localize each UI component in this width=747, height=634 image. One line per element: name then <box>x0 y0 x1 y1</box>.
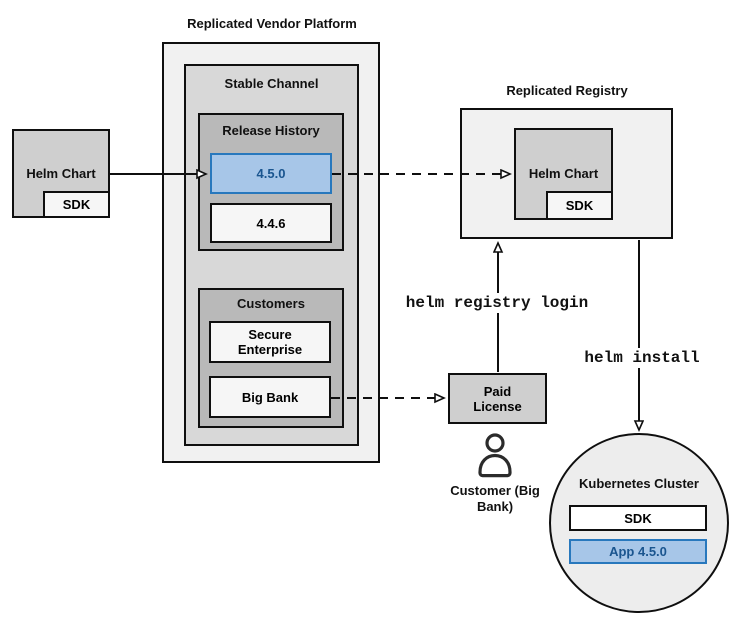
registry-title: Replicated Registry <box>506 83 628 98</box>
platform-title: Replicated Vendor Platform <box>187 16 357 31</box>
customer-caption: Customer (Big Bank) <box>450 483 540 514</box>
person-body <box>478 453 512 478</box>
registry-sdk-label: SDK <box>565 198 594 213</box>
vendor-sdk-label: SDK <box>62 197 91 212</box>
cluster-sdk-label: SDK <box>624 510 652 526</box>
vendor-sdk-box: SDK <box>43 191 110 218</box>
registry-helm-chart-label: Helm Chart <box>528 166 599 181</box>
person-icon <box>478 433 512 478</box>
release-4-4-6-label: 4.4.6 <box>256 215 286 231</box>
cluster-app-box: App 4.5.0 <box>569 539 707 564</box>
helm-install-command: helm install <box>581 348 703 368</box>
release-4-4-6: 4.4.6 <box>210 203 332 243</box>
paid-license-label: Paid License <box>473 383 522 414</box>
person-head <box>485 433 505 453</box>
kubernetes-cluster-label: Kubernetes Cluster <box>579 476 699 491</box>
paid-license-box: Paid License <box>448 373 547 424</box>
vendor-helm-chart-label: Helm Chart <box>26 166 96 181</box>
customer-big-bank: Big Bank <box>209 376 331 418</box>
stable-channel-label: Stable Channel <box>224 76 319 91</box>
release-4-5-0-label: 4.5.0 <box>256 166 286 181</box>
registry-sdk-box: SDK <box>546 191 613 220</box>
customer-secure-enterprise-label: Secure Enterprise <box>237 327 303 357</box>
release-4-5-0: 4.5.0 <box>210 153 332 194</box>
cluster-app-label: App 4.5.0 <box>609 544 667 559</box>
customer-big-bank-label: Big Bank <box>241 389 299 405</box>
cluster-sdk-box: SDK <box>569 505 707 531</box>
customer-secure-enterprise: Secure Enterprise <box>209 321 331 363</box>
helm-registry-login-command: helm registry login <box>402 293 592 313</box>
customers-label: Customers <box>237 296 305 311</box>
release-history-label: Release History <box>222 123 320 138</box>
